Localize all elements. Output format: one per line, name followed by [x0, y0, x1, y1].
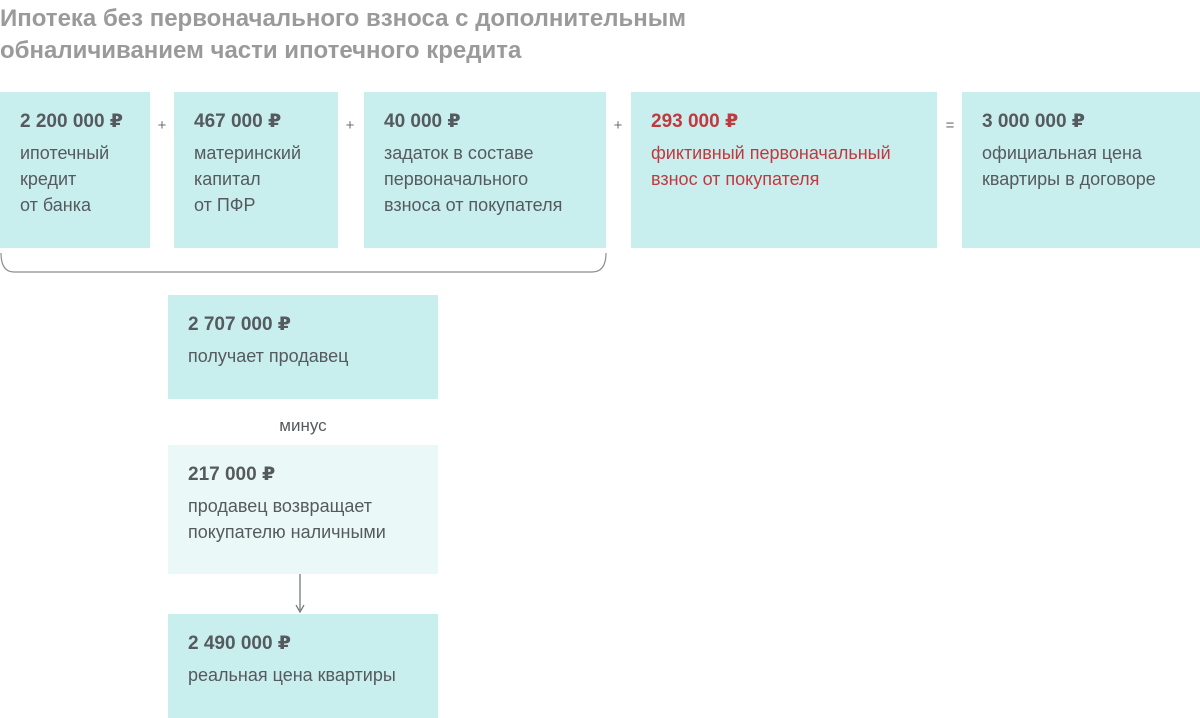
real-price-amount: 2 490 000 ₽ [188, 633, 292, 654]
real-price-desc: реальная цена квартиры [188, 665, 396, 685]
plus-operator-3: + [613, 117, 623, 134]
down-arrow-icon [295, 574, 305, 614]
mortgage-credit-amount: 2 200 000 ₽ [20, 111, 124, 132]
maternity-capital-box: 467 000 ₽ материнский капитал от ПФР [174, 92, 338, 248]
official-price-amount: 3 000 000 ₽ [982, 111, 1086, 132]
real-price-box: 2 490 000 ₽ реальная цена квартиры [168, 614, 438, 718]
seller-returns-desc: продавец возвращает покупателю наличными [188, 496, 386, 542]
official-price-box: 3 000 000 ₽ официальная цена квартиры в … [962, 92, 1200, 248]
plus-operator-2: + [345, 117, 355, 134]
seller-returns-amount: 217 000 ₽ [188, 464, 276, 485]
fictitious-payment-desc: фиктивный первоначальный взнос от покупа… [651, 143, 891, 189]
deposit-amount: 40 000 ₽ [384, 111, 461, 132]
official-price-desc: официальная цена квартиры в договоре [982, 143, 1156, 189]
mortgage-credit-box: 2 200 000 ₽ ипотечный кредит от банка [0, 92, 150, 248]
maternity-capital-desc: материнский капитал от ПФР [194, 143, 302, 215]
fictitious-payment-box: 293 000 ₽ фиктивный первоначальный взнос… [631, 92, 937, 248]
plus-operator-1: + [157, 117, 167, 134]
minus-label: минус [279, 416, 327, 435]
deposit-desc: задаток в составе первоначального взноса… [384, 143, 563, 215]
seller-receives-desc: получает продавец [188, 346, 349, 366]
deposit-box: 40 000 ₽ задаток в составе первоначально… [364, 92, 606, 248]
equals-operator: = [945, 117, 955, 134]
seller-receives-box: 2 707 000 ₽ получает продавец [168, 295, 438, 399]
fictitious-payment-amount: 293 000 ₽ [651, 111, 739, 132]
mortgage-credit-desc: ипотечный кредит от банка [20, 143, 110, 215]
diagram-title: Ипотека без первоначального взноса с доп… [0, 5, 686, 64]
group-brace [0, 252, 607, 273]
seller-receives-amount: 2 707 000 ₽ [188, 314, 292, 335]
maternity-capital-amount: 467 000 ₽ [194, 111, 282, 132]
seller-returns-box: 217 000 ₽ продавец возвращает покупателю… [168, 445, 438, 574]
